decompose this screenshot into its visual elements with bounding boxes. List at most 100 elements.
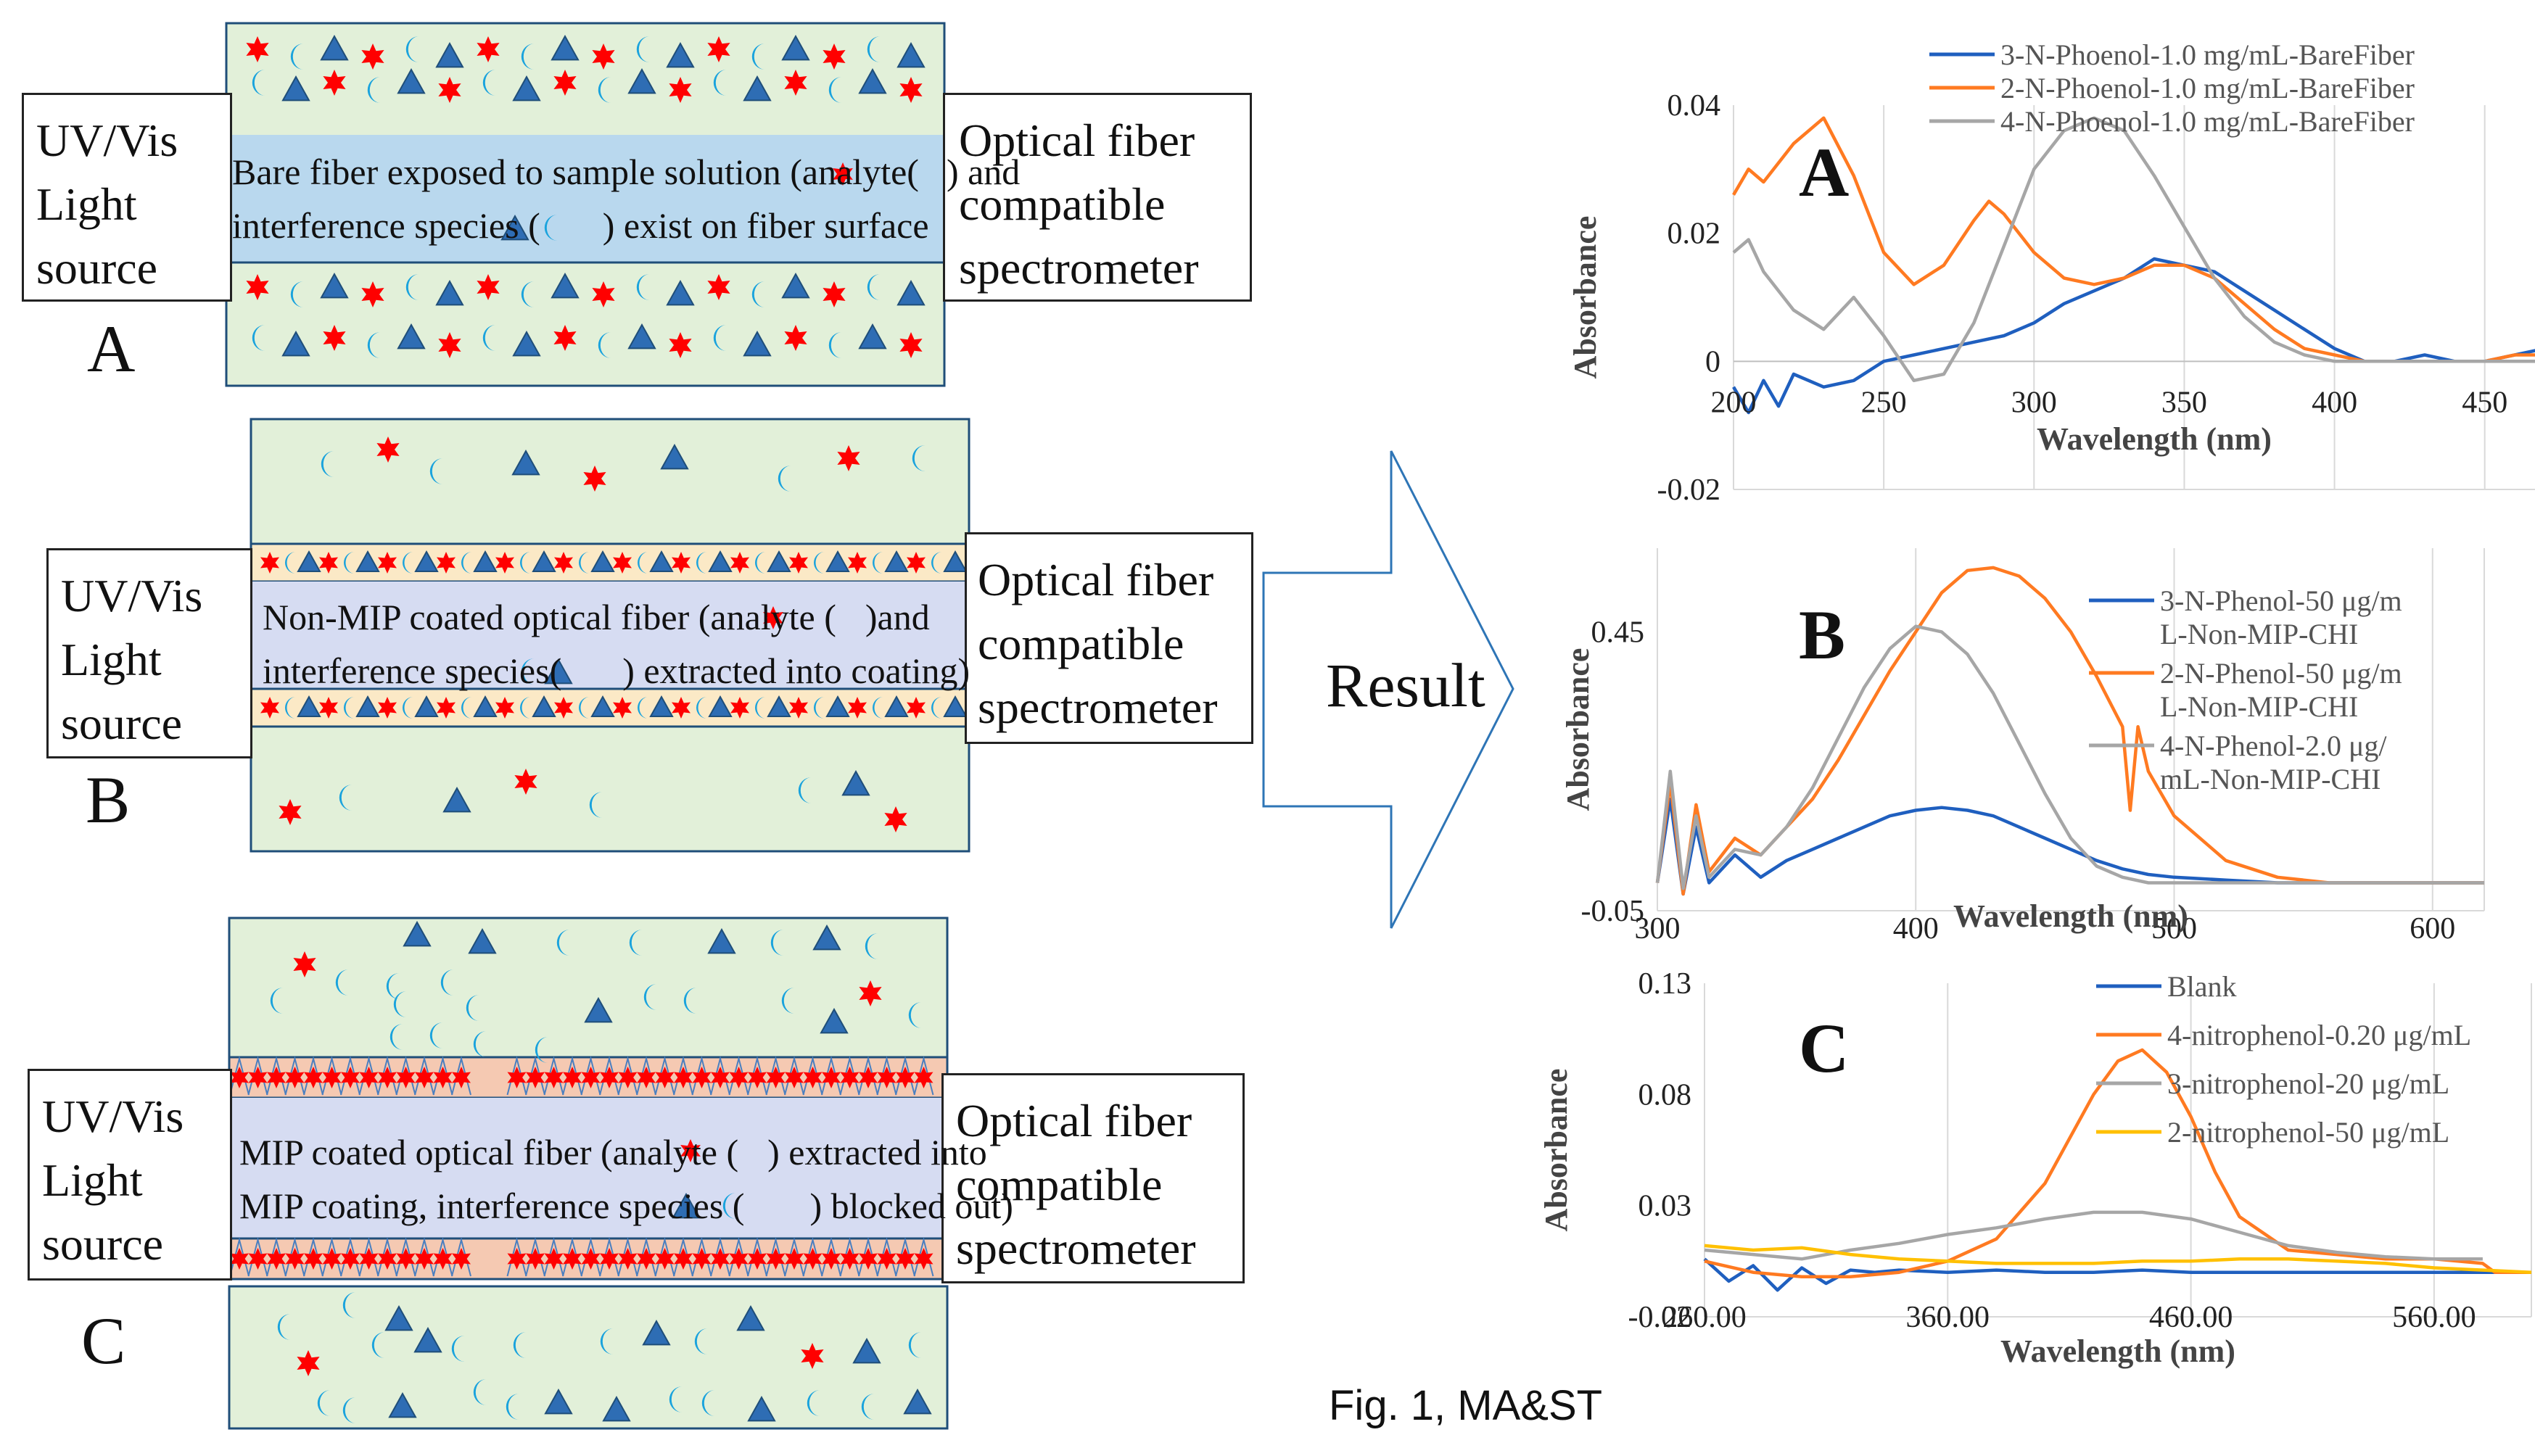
interference-triangle-icon: [627, 323, 656, 349]
legend-label: L-Non-MIP-CHI: [2160, 690, 2358, 723]
analyte-star-icon: [600, 1067, 619, 1088]
interference-crescent-icon: [755, 552, 766, 574]
mip-cavity-icon: [839, 1056, 860, 1096]
analyte-star-icon: [526, 1067, 545, 1088]
analyte-star-icon: [293, 951, 316, 977]
mip-cavity-icon: [802, 1237, 823, 1277]
analyte-star-icon: [914, 1067, 933, 1088]
analyte-star-icon: [246, 36, 269, 62]
panel-letter-c: C: [81, 1304, 126, 1378]
interference-crescent-icon: [252, 70, 265, 96]
interference-triangle-icon: [511, 449, 540, 476]
interference-crescent-icon: [513, 1332, 527, 1358]
mip-cavity-icon: [414, 1237, 434, 1277]
interference-crescent-icon: [367, 77, 381, 103]
interference-crescent-icon: [556, 930, 570, 956]
analyte-star-icon: [907, 552, 926, 574]
analyte-star-icon: [859, 980, 882, 1006]
analyte-star-icon: [376, 437, 400, 463]
mip-cavity-icon: [358, 1237, 379, 1277]
analyte-star-icon: [859, 1067, 878, 1088]
analyte-star-icon: [707, 274, 730, 300]
mip-cavity-icon: [321, 1237, 342, 1277]
x-tick-label: 400: [2312, 386, 2357, 419]
interference-crescent-icon: [781, 988, 795, 1014]
interference-crescent-icon: [669, 1386, 683, 1412]
interference-triangle-icon: [884, 695, 909, 717]
interference-triangle-icon: [355, 550, 380, 572]
legend-label: 4-nitrophenol-0.20 μg/mL: [2167, 1019, 2471, 1051]
mip-cavity-icon: [414, 1056, 434, 1096]
x-tick-label: 460.00: [2149, 1301, 2233, 1334]
interference-crescent-icon: [600, 1328, 614, 1354]
legend-label: Blank: [2167, 970, 2237, 1003]
x-tick-label: 350: [2161, 386, 2207, 419]
analyte-star-icon: [304, 1067, 323, 1088]
analyte-star-icon: [613, 552, 632, 574]
interference-triangle-icon: [812, 924, 841, 951]
analyte-star-icon: [248, 1067, 268, 1088]
analyte-star-icon: [669, 332, 692, 358]
analyte-star-icon: [803, 1248, 823, 1270]
interference-triangle-icon: [825, 550, 850, 572]
analyte-star-icon: [438, 77, 461, 103]
interference-triangle-icon: [320, 34, 349, 61]
legend-label: 2-N-Phoenol-1.0 mg/mL-BareFiber: [2000, 72, 2415, 104]
y-tick-label: 0.03: [1639, 1190, 1692, 1223]
analyte-star-icon: [452, 1248, 471, 1270]
analyte-star-icon: [907, 697, 926, 719]
analyte-star-icon: [267, 1067, 286, 1088]
interference-crescent-icon: [751, 281, 765, 307]
interference-crescent-icon: [828, 77, 842, 103]
legend-label: mL-Non-MIP-CHI: [2160, 763, 2381, 795]
interference-crescent-icon: [598, 332, 611, 358]
interference-crescent-icon: [389, 1024, 403, 1050]
interference-triangle-icon: [767, 550, 791, 572]
series-line: [1703, 1257, 2531, 1292]
panel-letter: A: [1799, 133, 1849, 211]
analyte-star-icon: [433, 1067, 453, 1088]
series-line: [1732, 116, 2535, 383]
interference-triangle-icon: [500, 214, 529, 241]
analyte-star-icon: [230, 1248, 249, 1270]
interference-crescent-icon: [342, 1397, 356, 1423]
mip-cavity-icon: [895, 1237, 915, 1277]
x-tick-label: 200: [1711, 386, 1757, 419]
interference-crescent-icon: [814, 697, 825, 719]
interference-crescent-icon: [807, 1390, 820, 1416]
mip-cavity-icon: [747, 1056, 767, 1096]
interference-triangle-icon: [602, 1395, 631, 1422]
analyte-star-icon: [914, 1248, 933, 1270]
analyte-star-icon: [544, 1248, 564, 1270]
mip-cavity-icon: [636, 1056, 656, 1096]
interference-crescent-icon: [521, 281, 535, 307]
solution-bottom-c: [228, 1285, 949, 1430]
interference-crescent-icon: [482, 325, 496, 351]
interference-crescent-icon: [873, 552, 883, 574]
interference-triangle-icon: [903, 1388, 932, 1415]
interference-triangle-icon: [858, 323, 887, 349]
y-tick-label: 0: [1705, 345, 1720, 379]
analyte-star-icon: [618, 1067, 638, 1088]
analyte-star-icon: [341, 1067, 360, 1088]
x-tick-label: 300: [1635, 912, 1681, 946]
interference-crescent-icon: [931, 552, 942, 574]
analyte-star-icon: [361, 44, 384, 70]
analyte-star-icon: [563, 1248, 582, 1270]
panel-letter-b: B: [86, 763, 131, 837]
interference-crescent-icon: [701, 1390, 715, 1416]
interference-crescent-icon: [473, 1031, 487, 1057]
analyte-star-icon: [877, 1248, 896, 1270]
interference-crescent-icon: [713, 325, 727, 351]
interference-crescent-icon: [393, 991, 407, 1017]
y-tick-label: 0.04: [1668, 89, 1721, 123]
interference-triangle-icon: [551, 272, 580, 299]
analyte-star-icon: [692, 1248, 712, 1270]
analyte-star-icon: [581, 1067, 601, 1088]
interference-triangle-icon: [747, 1395, 776, 1422]
interference-crescent-icon: [544, 215, 558, 241]
series-line: [1655, 566, 2484, 896]
interference-triangle-icon: [884, 550, 909, 572]
mip-cavity-icon: [229, 1237, 250, 1277]
